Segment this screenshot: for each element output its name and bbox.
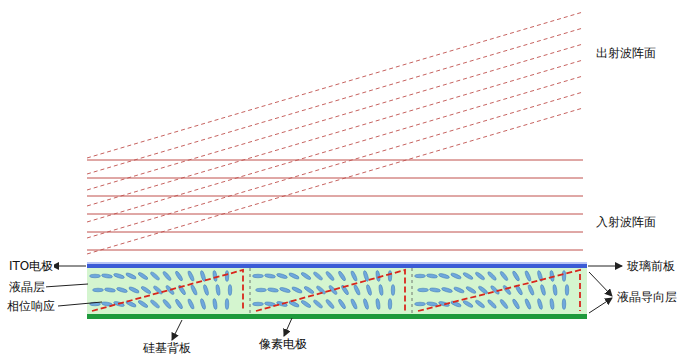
ito-electrode-label: ITO电极 [8, 259, 54, 273]
outgoing-wavefronts [87, 12, 583, 254]
phase-response-label: 相位响应 [6, 299, 56, 313]
incident-wavefront-label: 入射波阵面 [595, 215, 657, 229]
pixel-electrode-label: 像素电极 [258, 337, 308, 351]
glass-plate-label: 玻璃前板 [626, 259, 676, 273]
alignment-layer-label: 液晶导向层 [616, 290, 678, 304]
outgoing-wavefront-label: 出射波阵面 [595, 46, 657, 60]
backplane-label: 硅基背板 [142, 341, 192, 355]
glass-front-plate [87, 262, 587, 264]
lc-layer-label: 液晶层 [8, 280, 46, 294]
phase-response-curve [92, 270, 580, 311]
ito-electrode [87, 264, 587, 268]
silicon-backplane [87, 314, 587, 319]
incident-wavefronts [87, 160, 583, 250]
leader-lines [44, 266, 622, 340]
liquid-crystal-layer [87, 268, 587, 314]
